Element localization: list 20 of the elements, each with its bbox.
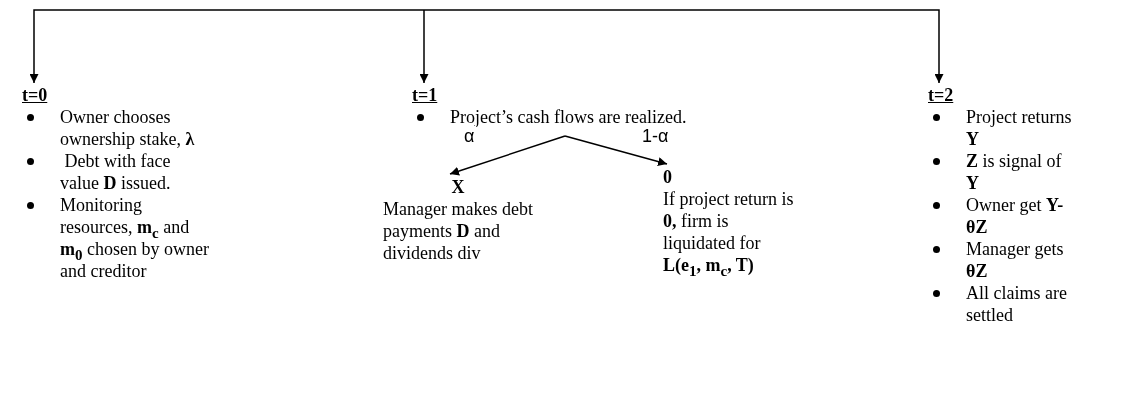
time-heading: t=1 bbox=[412, 84, 438, 106]
bullet-text: Manager gets θZ bbox=[966, 238, 1065, 282]
bullet-text: Project’s cash flows are realized. bbox=[450, 106, 687, 128]
bullet-text: Monitoring resources, m$_{c}$ and m$_{0}$ chosen by owner and creditor bbox=[60, 194, 210, 282]
time-heading: t=0 bbox=[22, 84, 48, 106]
bullet-text: Owner chooses ownership stake, λ bbox=[60, 106, 196, 150]
time-heading: t=2 bbox=[928, 84, 954, 106]
arrow bbox=[29, 9, 425, 84]
description-text: Manager makes debt payments D and dividends div bbox=[383, 198, 533, 264]
arrow bbox=[564, 135, 668, 166]
bullet-text: Owner get Y-θZ bbox=[966, 194, 1065, 238]
bullet-text: Z is signal of Y bbox=[966, 150, 1063, 194]
outcome-value: X bbox=[451, 176, 465, 198]
arrow bbox=[419, 9, 429, 84]
bullet-text: All claims are settled bbox=[966, 282, 1068, 326]
bullet-text: Debt with face value D issued. bbox=[60, 150, 172, 194]
arrow bbox=[449, 135, 566, 176]
arrow bbox=[423, 9, 944, 84]
description-text: If project return is 0, firm is liquidated for L(e$_{1}$, m$_{c}$, T) bbox=[663, 188, 795, 276]
outcome-value: 0 bbox=[663, 166, 672, 188]
